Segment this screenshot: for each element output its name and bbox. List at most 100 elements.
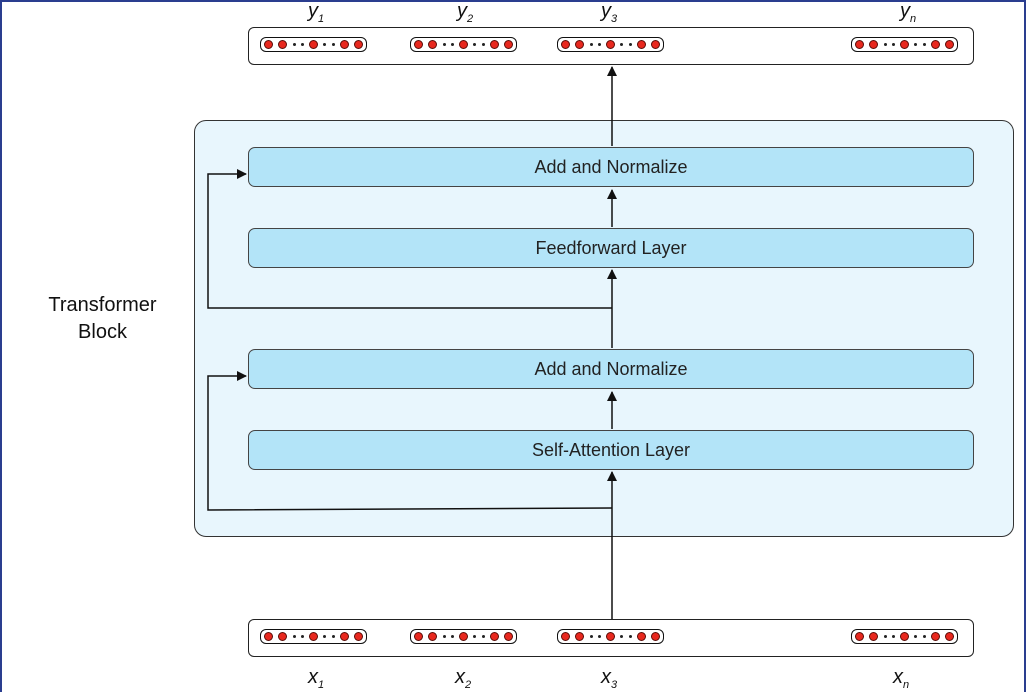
ellipsis-dot [442,43,446,46]
input-vector-3 [557,629,664,644]
residual-connection-top [207,169,612,309]
ellipsis-dot [473,43,477,46]
vector-element [636,632,646,641]
input-label-2: x2 [455,666,472,691]
ellipsis-dot [628,43,632,46]
residual-connection-bottom [207,371,613,511]
vector-element [561,40,570,49]
input-vector-bar [248,619,974,657]
ellipsis-dot [450,43,454,46]
input-label-3: x3 [601,666,618,691]
self-attention-layer: Self-Attention Layer [248,430,974,470]
ellipsis-dot [331,635,335,638]
ellipsis-dot [914,43,918,46]
vector-element [278,40,288,49]
ellipsis-dot [331,43,335,46]
feedforward-layer: Feedforward Layer [248,228,974,268]
ellipsis-dot [597,635,601,638]
vector-element [869,632,879,641]
output-vector-bar [248,27,974,65]
input-vector-n [851,629,958,644]
vector-element [264,40,273,49]
vector-element [309,40,318,49]
vector-element [354,632,363,641]
vector-element [489,632,499,641]
vector-element [930,40,940,49]
output-vector-1 [260,37,367,52]
block-label-line2: Block [78,321,127,343]
vector-element [459,632,468,641]
vector-element [869,40,879,49]
ellipsis-dot [442,635,446,638]
vector-element [504,40,513,49]
ellipsis-dot [620,43,624,46]
vector-element [945,40,954,49]
ellipsis-dot [589,635,593,638]
vector-element [504,632,513,641]
ellipsis-dot [292,43,296,46]
ellipsis-dot [323,635,327,638]
vector-element [900,632,909,641]
vector-element [651,40,660,49]
ellipsis-dot [922,43,926,46]
ellipsis-dot [323,43,327,46]
ellipsis-dot [450,635,454,638]
ellipsis-dot [883,635,887,638]
ellipsis-dot [473,635,477,638]
output-label-2: y2 [457,0,474,25]
add-normalize-bottom-layer: Add and Normalize [248,349,974,389]
vector-element [264,632,273,641]
vector-element [489,40,499,49]
ellipsis-dot [914,635,918,638]
vector-element [606,632,615,641]
vector-element [339,40,349,49]
vector-element [575,40,585,49]
vector-element [428,632,438,641]
ellipsis-dot [891,43,895,46]
block-label-line1: Transformer [48,294,157,316]
input-label-1: x1 [308,666,325,691]
output-label-3: y3 [601,0,618,25]
vector-element [561,632,570,641]
output-vector-n [851,37,958,52]
ellipsis-dot [589,43,593,46]
transformer-block-label: Transformer Block [20,292,185,346]
ellipsis-dot [891,635,895,638]
ellipsis-dot [481,43,485,46]
vector-element [930,632,940,641]
vector-element [575,632,585,641]
vector-element [414,632,423,641]
ellipsis-dot [292,635,296,638]
input-label-n: xn [893,666,910,691]
vector-element [428,40,438,49]
vector-element [945,632,954,641]
ellipsis-dot [597,43,601,46]
input-vector-2 [410,629,517,644]
output-label-1: y1 [308,0,325,25]
ellipsis-dot [300,43,304,46]
output-vector-2 [410,37,517,52]
ellipsis-dot [300,635,304,638]
vector-element [855,40,864,49]
vector-element [459,40,468,49]
vector-element [636,40,646,49]
input-vector-1 [260,629,367,644]
vector-element [354,40,363,49]
vector-element [339,632,349,641]
output-label-n: yn [900,0,917,25]
vector-element [855,632,864,641]
ellipsis-dot [481,635,485,638]
add-normalize-top-layer: Add and Normalize [248,147,974,187]
vector-element [900,40,909,49]
vector-element [309,632,318,641]
ellipsis-dot [922,635,926,638]
vector-element [651,632,660,641]
vector-element [278,632,288,641]
ellipsis-dot [620,635,624,638]
ellipsis-dot [883,43,887,46]
vector-element [414,40,423,49]
vector-element [606,40,615,49]
ellipsis-dot [628,635,632,638]
